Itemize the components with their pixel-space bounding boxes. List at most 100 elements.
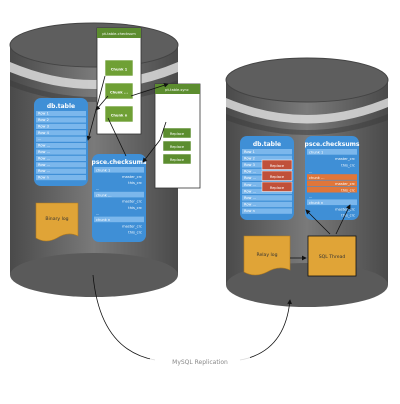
replica-ck-line: this_crc	[341, 163, 355, 167]
replica-db-row: Row ...	[244, 189, 256, 193]
replica-ck-line: this_crc	[341, 214, 355, 218]
master-db-row-bg	[36, 111, 86, 117]
replica-db-row-bg	[242, 149, 292, 155]
replica-db-row: Row 3	[244, 163, 255, 167]
replica-replace-box	[261, 159, 293, 170]
replication-label: MySQL Replication	[150, 354, 250, 368]
replica-ck-line: master_crc	[335, 157, 355, 161]
master-db-row: Row 4	[38, 131, 50, 135]
replica-ck-line-bg	[307, 174, 357, 180]
sync-replace-label: Replace	[170, 132, 185, 136]
pt-table-checksum-title: pt-table-checksum	[102, 32, 136, 36]
relay-log: Relay log	[243, 235, 291, 276]
master-db-table: db.table Row 1 Row 2 Row 3 Row 4... Row ... R…	[34, 98, 88, 186]
chunk-label: Chunk ...	[110, 91, 128, 95]
replica-db-row-bg	[242, 208, 292, 214]
binary-log: Binary log	[35, 202, 79, 242]
master-db-row: Row 1	[38, 112, 49, 116]
master-ck-line: this_crc	[128, 181, 142, 185]
master-db-row-bg	[36, 162, 86, 168]
replica-ck-line: chunk ...	[309, 176, 324, 180]
master-db-row-bg	[36, 130, 86, 136]
master-ck-line: chunk ...	[96, 193, 111, 197]
sync-replace-label: Replace	[170, 158, 185, 162]
replica-db-table: db.table Row 1 Row 2 Row 3 Row ... Row ... Ro…	[240, 136, 294, 220]
master-ck-line: ...	[96, 212, 99, 216]
master-db-row: Row ...	[38, 163, 50, 167]
master-db-row-bg	[36, 123, 86, 129]
replica-ck-line-bg	[307, 149, 357, 155]
master-db-row: Row ...	[38, 156, 50, 160]
replica-replace-label: Replace	[270, 164, 285, 168]
replica-db-row-bg	[242, 195, 292, 201]
master-ck-line: chunk n	[96, 218, 110, 222]
master-db-row: Row ...	[38, 144, 50, 148]
sql-thread-label: SQL Thread	[319, 254, 346, 260]
sync-replace-box	[162, 127, 192, 139]
sync-replace-box	[162, 140, 192, 152]
replica-db-row: Row ...	[244, 183, 256, 187]
master-db-row-bg	[36, 136, 86, 142]
replica-ck-line: this_crc	[341, 189, 355, 193]
master-ck-line: master_crc	[122, 200, 142, 204]
replica-db-row: Row 1	[244, 150, 255, 154]
master-ck-line-bg	[94, 216, 144, 223]
sync-replace-box	[162, 153, 192, 165]
replica-db-row-bg	[242, 155, 292, 161]
master-db-row-bg	[36, 143, 86, 149]
binary-log-label: Binary log	[45, 216, 68, 222]
replica-checksums: psce.checksums chunk 1 master_crc this_crc…	[305, 136, 360, 220]
chunk-box	[104, 82, 134, 100]
replica-ck-line-bg	[307, 180, 357, 187]
replica-checksums-title: psce.checksums	[305, 141, 360, 148]
replica-ck-line-bg	[307, 199, 357, 206]
master-db-row: Row 3	[38, 124, 49, 128]
master-db-row-bg	[36, 117, 86, 123]
master-db-row-bg	[36, 149, 86, 155]
replica-ck-line: master_crc	[335, 207, 355, 211]
replica-ck-line: master_crc	[335, 182, 355, 186]
replica-replace-box	[261, 181, 293, 192]
connectors	[86, 75, 351, 361]
replica-db-row-bg	[242, 201, 292, 208]
replica-ck-line: ...	[309, 195, 312, 199]
chunk-label: Chunk n	[111, 114, 128, 118]
replication-text: MySQL Replication	[172, 359, 228, 366]
master-checksums: psce.checksums chunk 1 master_crc this_crc…	[92, 154, 147, 242]
sql-thread: SQL Thread	[307, 235, 357, 277]
master-db-row: Row n	[38, 176, 49, 180]
replica-db-row: Row 2	[244, 156, 255, 160]
sync-replace-label: Replace	[170, 145, 185, 149]
replica-ck-line: chunk n	[309, 201, 323, 205]
master-db-row: Row ...	[38, 169, 50, 173]
replica-db-row: Row n	[244, 209, 255, 213]
replica-ck-line: chunk 1	[309, 151, 323, 155]
master-db-table-title: db.table	[47, 103, 75, 110]
replica-db-row: Row ...	[244, 196, 256, 200]
master-ck-line: chunk 1	[96, 169, 110, 173]
replica-replace-label: Replace	[270, 186, 285, 190]
replica-db-row: Row ...	[244, 170, 256, 174]
pt-table-checksum-tool: pt-table-checksum Chunk 1 Chunk ... Chunk …	[96, 27, 142, 135]
replica-replace-label: Replace	[270, 175, 285, 179]
master-ck-line: this_crc	[128, 206, 142, 210]
master-db-row: Row 2	[38, 118, 49, 122]
master-db-row-bg	[36, 175, 86, 181]
master-ck-line: this_crc	[128, 231, 142, 235]
replica-db-row: Row ...	[244, 203, 256, 207]
master-ck-line: master_crc	[122, 175, 142, 179]
replica-db-row: Row ...	[244, 176, 256, 180]
replica-ck-line-bg	[307, 186, 357, 193]
replica-db-table-title: db.table	[253, 141, 281, 148]
pt-table-sync-title: pt-table-sync	[165, 88, 189, 92]
master-db-row-bg	[36, 155, 86, 161]
master-checksums-title: psce.checksums	[92, 159, 147, 166]
chunk-label: Chunk 1	[111, 68, 128, 72]
replica-replace-box	[261, 170, 293, 181]
master-ck-line-bg	[94, 191, 144, 198]
chunk-box	[104, 105, 134, 123]
master-db-row: ...	[38, 137, 41, 141]
